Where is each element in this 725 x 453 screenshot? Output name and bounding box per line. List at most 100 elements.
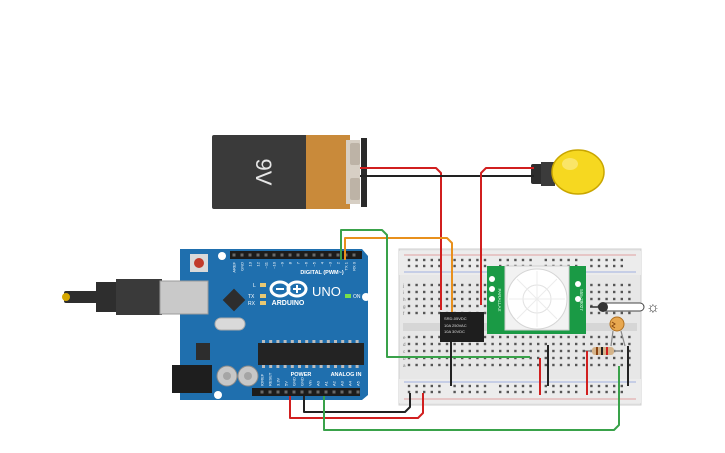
rail-hole[interactable] (423, 390, 426, 394)
breadboard-hole[interactable] (438, 290, 441, 294)
header-pin[interactable] (240, 253, 244, 257)
rail-hole[interactable] (575, 384, 578, 388)
breadboard-hole[interactable] (537, 363, 540, 367)
breadboard-hole[interactable] (483, 311, 487, 315)
breadboard-hole[interactable] (544, 356, 547, 360)
breadboard-hole[interactable] (597, 363, 601, 367)
breadboard-hole[interactable] (430, 304, 433, 308)
header-pin[interactable] (296, 253, 300, 257)
breadboard-hole[interactable] (483, 290, 487, 294)
breadboard-hole[interactable] (544, 349, 547, 353)
breadboard-hole[interactable] (461, 304, 464, 308)
breadboard-hole[interactable] (468, 363, 471, 367)
header-pin[interactable] (288, 253, 292, 257)
breadboard-hole[interactable] (597, 342, 601, 346)
breadboard-hole[interactable] (407, 342, 411, 346)
breadboard-hole[interactable] (461, 283, 464, 287)
breadboard-hole[interactable] (461, 290, 464, 294)
rail-hole[interactable] (438, 258, 441, 262)
rail-hole[interactable] (605, 258, 608, 262)
breadboard-hole[interactable] (453, 304, 456, 308)
breadboard-hole[interactable] (628, 363, 631, 367)
rail-hole[interactable] (423, 264, 426, 268)
rail-hole[interactable] (620, 390, 623, 394)
breadboard-hole[interactable] (445, 297, 449, 301)
breadboard-hole[interactable] (461, 342, 464, 346)
breadboard-hole[interactable] (453, 342, 456, 346)
header-pin[interactable] (264, 253, 268, 257)
breadboard-hole[interactable] (605, 297, 608, 301)
rail-hole[interactable] (514, 258, 517, 262)
header-pin[interactable] (280, 253, 284, 257)
breadboard-hole[interactable] (529, 349, 532, 353)
breadboard-hole[interactable] (423, 311, 426, 315)
rail-hole[interactable] (559, 258, 563, 262)
rail-hole[interactable] (605, 384, 608, 388)
breadboard-hole[interactable] (628, 349, 631, 353)
header-pin[interactable] (248, 253, 252, 257)
breadboard-hole[interactable] (514, 335, 517, 339)
rail-hole[interactable] (415, 390, 418, 394)
rail-hole[interactable] (552, 390, 555, 394)
breadboard-hole[interactable] (529, 335, 532, 339)
rail-hole[interactable] (506, 384, 509, 388)
header-pin[interactable] (268, 390, 272, 394)
breadboard-hole[interactable] (483, 349, 487, 353)
rail-hole[interactable] (506, 390, 509, 394)
breadboard-hole[interactable] (559, 342, 563, 346)
pir-pin-1[interactable] (489, 296, 495, 302)
rail-hole[interactable] (423, 258, 426, 262)
breadboard-hole[interactable] (483, 335, 487, 339)
photoresistor[interactable] (609, 316, 626, 347)
breadboard-hole[interactable] (423, 283, 426, 287)
breadboard-hole[interactable] (590, 342, 593, 346)
breadboard-hole[interactable] (438, 335, 441, 339)
header-pin[interactable] (332, 390, 336, 394)
breadboard-hole[interactable] (430, 311, 433, 315)
header-pin[interactable] (316, 390, 320, 394)
breadboard-hole[interactable] (620, 290, 623, 294)
battery-9v[interactable]: 9V (212, 135, 367, 209)
breadboard-hole[interactable] (483, 304, 487, 308)
breadboard-hole[interactable] (575, 356, 578, 360)
breadboard-hole[interactable] (506, 363, 509, 367)
rail-hole[interactable] (620, 264, 623, 268)
rail-hole[interactable] (476, 384, 479, 388)
breadboard-hole[interactable] (620, 342, 623, 346)
rail-hole[interactable] (483, 384, 487, 388)
rail-hole[interactable] (559, 390, 563, 394)
rail-hole[interactable] (430, 258, 433, 262)
rail-hole[interactable] (613, 264, 616, 268)
power-analog-header[interactable] (252, 388, 360, 396)
breadboard-hole[interactable] (620, 363, 623, 367)
breadboard-hole[interactable] (613, 356, 616, 360)
breadboard-hole[interactable] (521, 342, 525, 346)
breadboard-hole[interactable] (430, 290, 433, 294)
breadboard-hole[interactable] (476, 349, 479, 353)
breadboard-hole[interactable] (407, 297, 411, 301)
rail-hole[interactable] (567, 390, 570, 394)
rail-hole[interactable] (544, 258, 547, 262)
breadboard-hole[interactable] (537, 335, 540, 339)
rail-hole[interactable] (438, 390, 441, 394)
rail-hole[interactable] (575, 258, 578, 262)
rail-hole[interactable] (529, 390, 532, 394)
breadboard-hole[interactable] (514, 349, 517, 353)
breadboard-hole[interactable] (582, 342, 585, 346)
breadboard-hole[interactable] (590, 311, 593, 315)
breadboard-hole[interactable] (415, 297, 418, 301)
rail-hole[interactable] (468, 384, 471, 388)
breadboard-hole[interactable] (415, 290, 418, 294)
breadboard-hole[interactable] (407, 335, 411, 339)
breadboard-hole[interactable] (613, 311, 616, 315)
rail-hole[interactable] (461, 264, 464, 268)
rail-hole[interactable] (597, 390, 601, 394)
rail-hole[interactable] (567, 384, 570, 388)
rail-hole[interactable] (483, 258, 487, 262)
breadboard-hole[interactable] (430, 342, 433, 346)
breadboard-hole[interactable] (453, 290, 456, 294)
breadboard-hole[interactable] (605, 311, 608, 315)
breadboard-hole[interactable] (461, 349, 464, 353)
breadboard-hole[interactable] (430, 283, 433, 287)
